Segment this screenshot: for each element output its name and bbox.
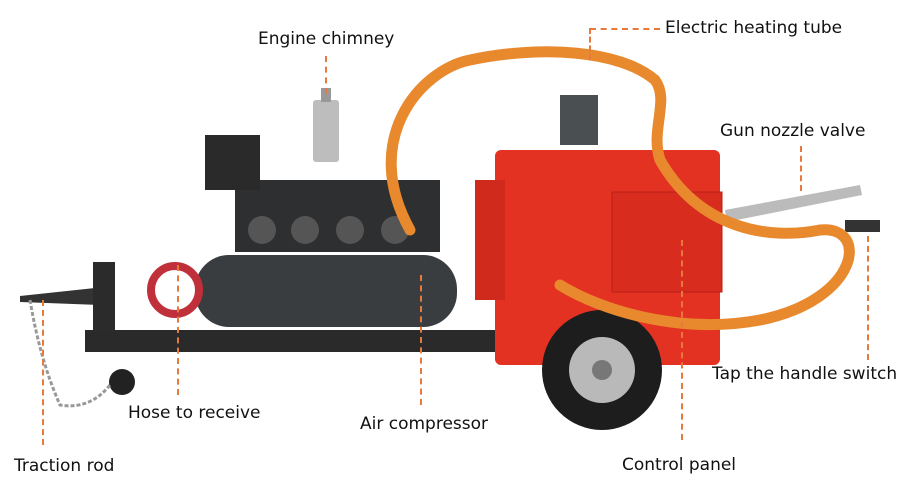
trailer-frame <box>85 330 555 352</box>
air-compressor-leader <box>420 275 422 405</box>
electric-heating-tube <box>385 46 855 331</box>
gun-arm <box>725 185 862 222</box>
safety-chain <box>28 299 112 408</box>
engine-chimney-leader <box>325 56 327 94</box>
hose-leader <box>177 265 179 395</box>
air-compressor-tank <box>195 255 457 327</box>
engine-chimney <box>313 100 339 162</box>
label-traction-rod: Traction rod <box>14 456 115 476</box>
gun-nozzle-leader <box>800 146 802 191</box>
caster-wheel <box>109 369 135 395</box>
label-engine-chimney: Engine chimney <box>258 29 395 49</box>
label-tap-handle-switch: Tap the handle switch <box>712 364 898 384</box>
handle-switch-leader <box>867 236 869 360</box>
label-electric-heating-tube: Electric heating tube <box>665 18 843 38</box>
label-hose-to-receive: Hose to receive <box>128 403 261 423</box>
label-control-panel: Control panel <box>622 455 737 475</box>
hose-reel <box>147 262 203 318</box>
tow-bar <box>20 288 100 305</box>
control-panel-leader <box>681 240 683 440</box>
traction-rod-leader <box>42 300 44 445</box>
heating-tube-leader-h <box>590 28 660 30</box>
label-air-compressor: Air compressor <box>360 414 489 434</box>
heating-tube-leader-v <box>589 28 591 60</box>
label-gun-nozzle-valve: Gun nozzle valve <box>720 121 866 141</box>
gun-handle <box>845 220 880 232</box>
motor <box>560 95 598 145</box>
